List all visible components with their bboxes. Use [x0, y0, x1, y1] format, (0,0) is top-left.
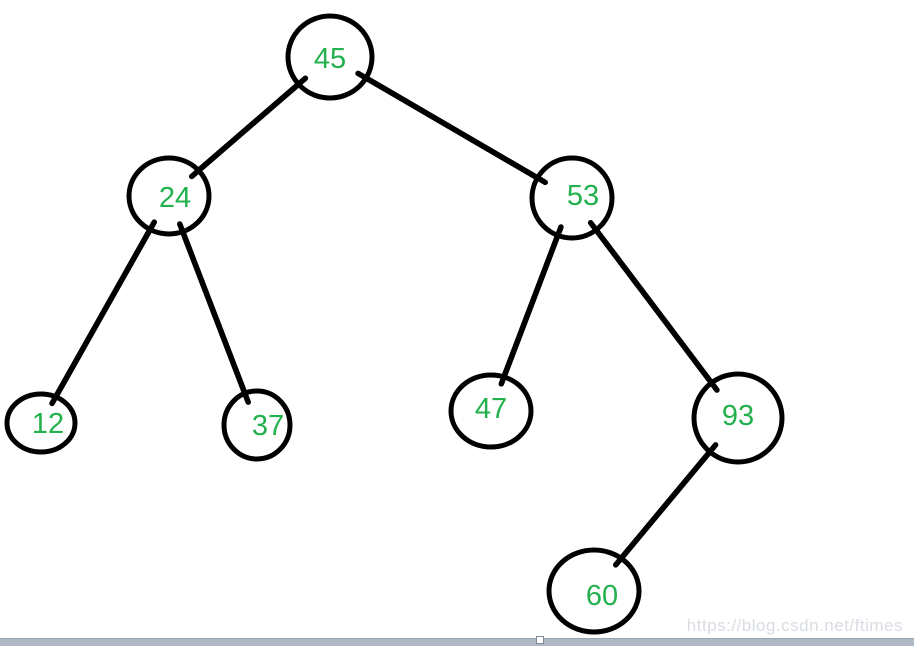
tree-node-labels: 45 24 53 12 37 47 93 60 — [32, 43, 754, 612]
tree-edge-overshoot-24-37 — [177, 221, 251, 405]
tree-node-value-24: 24 — [159, 182, 191, 214]
tree-node-37 — [221, 388, 293, 462]
tree-node-47 — [448, 372, 534, 450]
tree-node-24 — [126, 155, 212, 237]
canvas-resize-handle[interactable] — [536, 636, 544, 644]
tree-edge-overshoot-24-12 — [49, 219, 158, 407]
tree-edge-overshoot-53-93 — [587, 219, 720, 393]
tree-node-value-12: 12 — [32, 408, 64, 440]
tree-node-12 — [4, 391, 78, 455]
tree-node-value-93: 93 — [722, 400, 754, 432]
tree-node-53 — [529, 155, 615, 241]
watermark-url: https://blog.csdn.net/ftimes — [686, 616, 903, 635]
horizontal-scrollbar-track[interactable] — [0, 638, 914, 646]
tree-node-45 — [285, 13, 375, 101]
tree-edges — [38, 54, 741, 593]
tree-node-value-60: 60 — [586, 580, 618, 612]
tree-node-93 — [691, 371, 785, 465]
tree-node-value-53: 53 — [567, 180, 599, 212]
tree-node-value-37: 37 — [252, 410, 284, 442]
tree-node-value-45: 45 — [314, 43, 346, 75]
tree-edge-overshoot-45-24 — [188, 75, 309, 180]
tree-edge-overshoot-93-60 — [613, 442, 719, 568]
tree-edge-overshoot-45-53 — [355, 70, 548, 186]
tree-nodes — [4, 13, 785, 635]
tree-edge-overshoot-53-47 — [498, 224, 564, 387]
tree-node-value-47: 47 — [475, 393, 507, 425]
tree-node-60 — [546, 547, 642, 635]
tree-edge-overshoots — [49, 70, 720, 568]
